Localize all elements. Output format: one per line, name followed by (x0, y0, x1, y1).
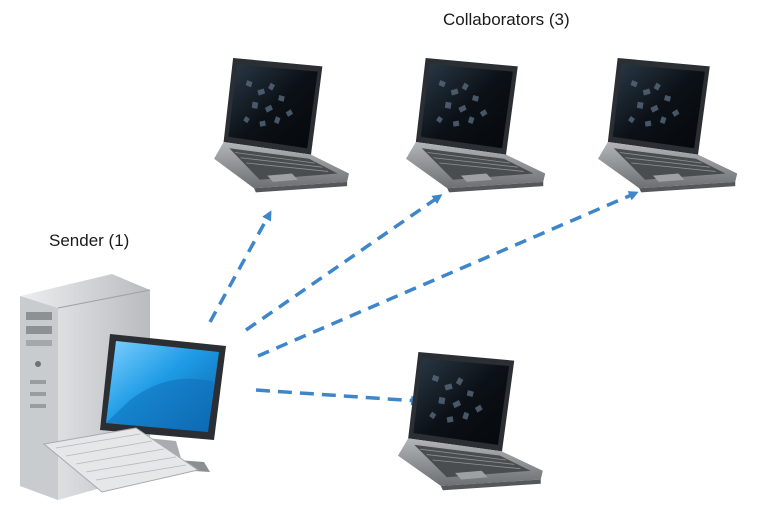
laptop-icon (405, 57, 546, 193)
laptop-icon (213, 57, 350, 193)
arrow-to-collaborator-1 (208, 210, 272, 323)
arrows (208, 191, 639, 406)
collaborators-label: Collaborators (3) (443, 10, 570, 29)
arrow-to-collaborator-3 (257, 191, 639, 358)
laptop-icon (597, 57, 738, 193)
sender-label: Sender (1) (49, 231, 130, 250)
arrow-to-receiver-4 (255, 388, 421, 406)
desktop-computer-icon (20, 274, 226, 500)
arrow-to-collaborator-2 (245, 194, 443, 332)
laptop-icon (397, 351, 544, 491)
